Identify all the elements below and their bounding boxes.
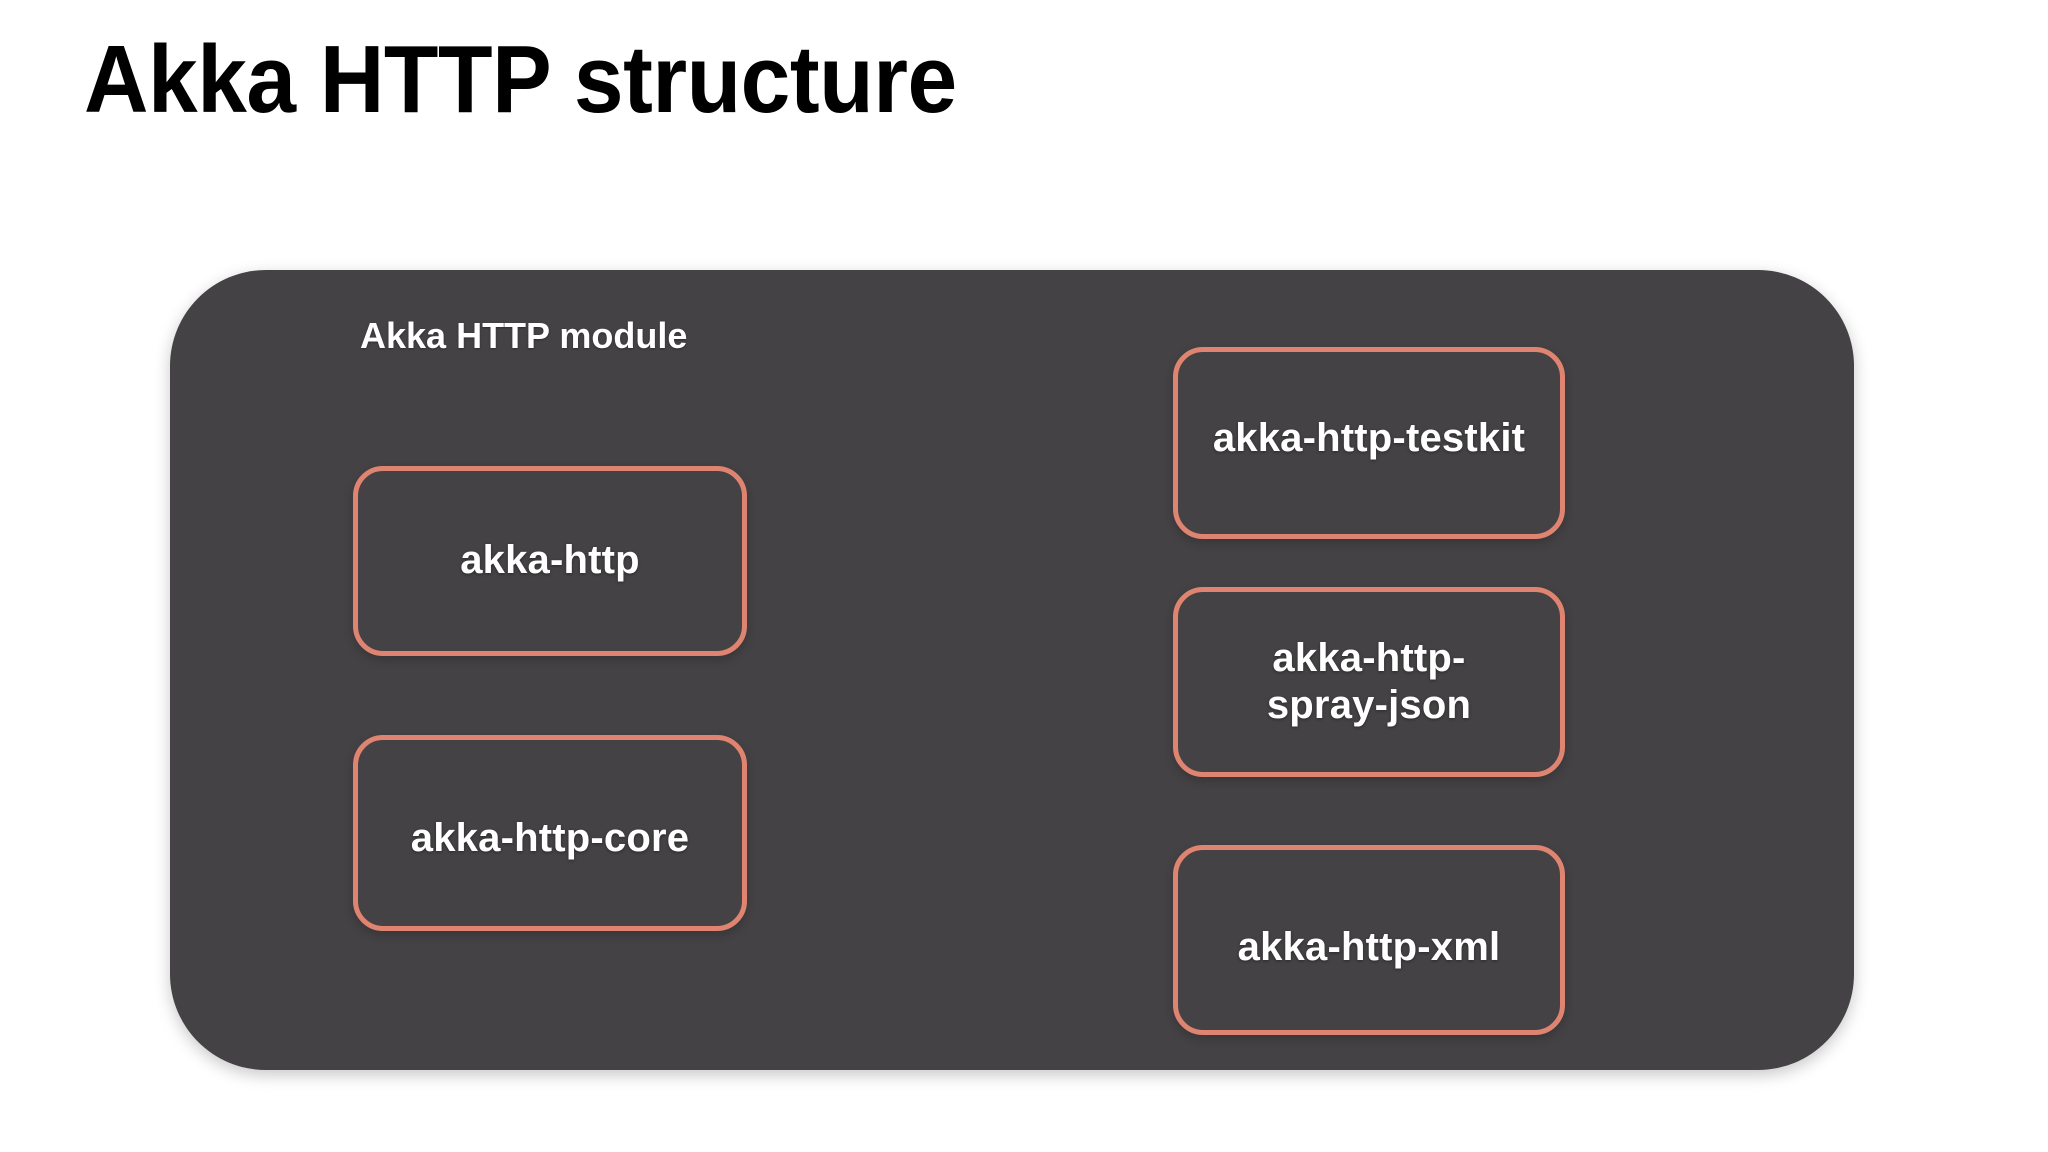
page-title: Akka HTTP structure [84, 26, 957, 133]
artifact-box-akka-http-xml[interactable]: akka-http-xml [1173, 845, 1565, 1035]
module-label: Akka HTTP module [360, 315, 688, 356]
akka-http-module-container: Akka HTTP module akka-http akka-http-cor… [170, 270, 1854, 1070]
artifact-label-akka-http-core: akka-http-core [410, 816, 690, 861]
artifact-box-akka-http[interactable]: akka-http [353, 466, 747, 656]
artifact-box-akka-http-testkit[interactable]: akka-http-testkit [1173, 347, 1565, 539]
artifact-box-akka-http-spray-json[interactable]: akka-http- spray-json [1173, 587, 1565, 777]
artifact-box-akka-http-core[interactable]: akka-http-core [353, 735, 747, 931]
artifact-label-akka-http: akka-http [460, 538, 640, 583]
artifact-label-akka-http-xml: akka-http-xml [1237, 925, 1501, 970]
artifact-label-akka-http-testkit: akka-http-testkit [1212, 416, 1526, 461]
artifact-label-akka-http-spray-json: akka-http- spray-json [1266, 635, 1472, 727]
